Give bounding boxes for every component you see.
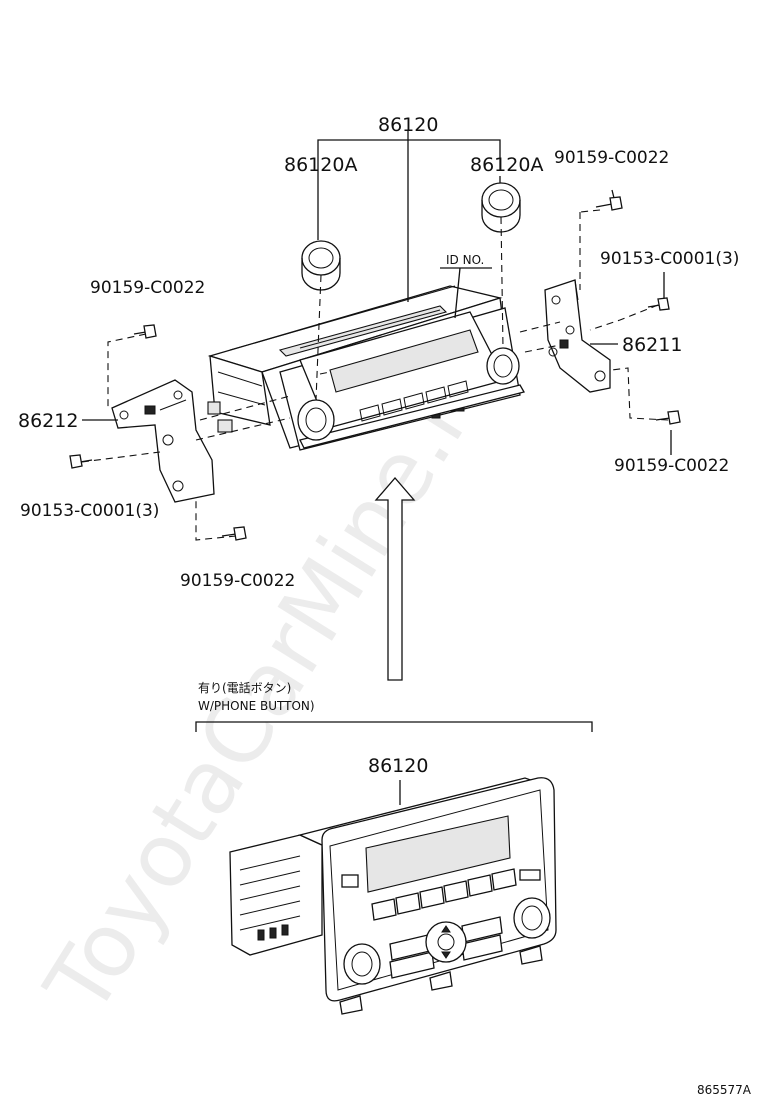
label-bolt-left-top: 90159-C0022 <box>90 278 205 298</box>
bolt-right-bottom-icon <box>655 410 681 425</box>
bracket-right <box>544 279 611 393</box>
label-screw-left: 90153-C0001(3) <box>20 501 159 521</box>
bolt-left-top-icon <box>133 324 157 339</box>
label-bolt-right-bottom: 90159-C0022 <box>614 456 729 476</box>
figure-code: 865577A <box>697 1083 752 1097</box>
variant-title-jp: 有り(電話ボタン) <box>198 680 291 695</box>
knob-left <box>301 240 341 291</box>
radio-assembly-upper <box>207 285 525 451</box>
label-screw-right: 90153-C0001(3) <box>600 249 739 269</box>
leader-lines <box>82 130 672 455</box>
radio-assembly-lower <box>229 777 557 1015</box>
bracket-left <box>111 379 215 503</box>
label-bracket-right: 86211 <box>622 334 682 356</box>
variant-title-en: W/PHONE BUTTON) <box>198 699 315 713</box>
assembly-dash-lines <box>81 209 669 541</box>
bolt-right-top-icon <box>595 196 623 211</box>
screw-right-icon <box>647 297 670 311</box>
label-bracket-left: 86212 <box>18 410 78 432</box>
knob-right <box>481 182 521 233</box>
variant-bracket <box>195 721 593 732</box>
label-knob-left: 86120A <box>284 154 357 176</box>
label-bolt-right-top: 90159-C0022 <box>554 148 669 168</box>
bolt-left-bottom-icon <box>221 526 247 541</box>
label-variant-radio-assembly: 86120 <box>368 755 428 777</box>
label-id-plate: ID NO. <box>446 253 484 267</box>
label-bolt-left-bottom: 90159-C0022 <box>180 571 295 591</box>
label-radio-assembly: 86120 <box>378 114 438 136</box>
label-knob-right: 86120A <box>470 154 543 176</box>
assembly-arrow <box>374 477 416 681</box>
